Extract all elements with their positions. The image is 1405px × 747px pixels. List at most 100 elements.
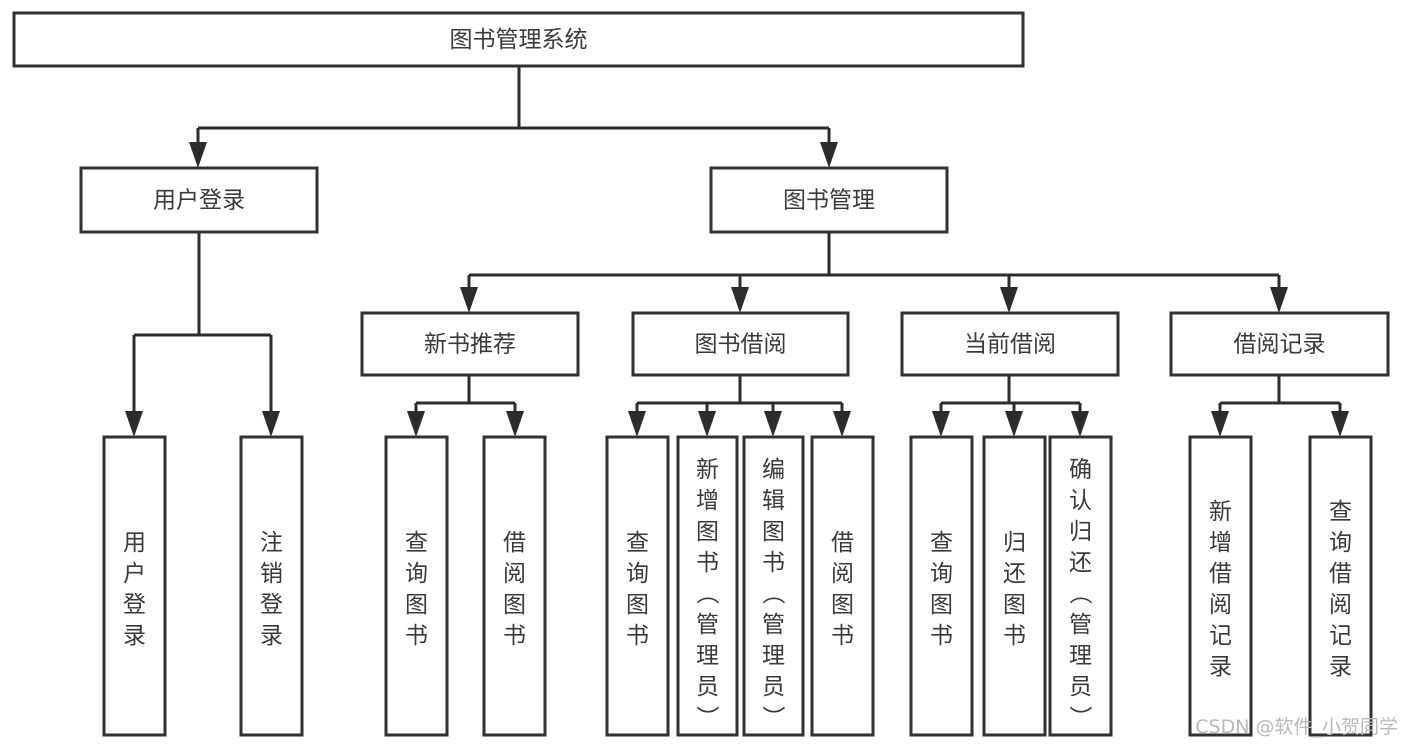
node-label-leaf-query-book-recommend-char-3: 书 [405,623,428,649]
node-label-current-borrow: 当前借阅 [964,332,1056,358]
node-label-leaf-add-book-char-2: 图 [696,519,719,545]
node-new-book-recommend[interactable]: 新书推荐 [360,311,580,377]
node-label-leaf-logout-char-1: 销 [260,561,283,587]
node-box-user-login [79,166,319,234]
node-root[interactable]: 图书管理系统 [12,11,1025,68]
node-label-leaf-borrow-book-recommend-char-2: 图 [503,592,526,618]
arrow-leaf-edit-book [764,411,782,437]
node-box-leaf-edit-book [742,435,805,737]
node-book-manage[interactable]: 图书管理 [709,166,949,234]
arrow-leaf-borrow-recommend [506,411,524,437]
node-label-leaf-edit-book-char-0: 编 [762,457,785,483]
node-label-leaf-borrow-book-recommend-char-1: 阅 [503,561,526,587]
node-label-leaf-confirm-return-char-5: 管 [1069,612,1092,638]
node-label-leaf-return-book-char-1: 还 [1003,561,1026,587]
node-label-leaf-borrow-book-char-1: 阅 [831,561,854,587]
node-label-leaf-borrow-book-char-3: 书 [831,623,854,649]
node-label-leaf-query-book-borrow-char-0: 查 [626,530,649,556]
node-label-leaf-borrow-book-char-0: 借 [831,530,854,556]
node-box-leaf-query-book-current [909,435,974,737]
arrow-leaf-add-book [698,411,716,437]
node-label-leaf-confirm-return-char-0: 确 [1069,457,1092,483]
node-label-leaf-query-borrow-record-char-0: 查 [1329,499,1352,525]
node-label-leaf-confirm-return-char-8: ） [1067,706,1093,729]
node-book-borrow[interactable]: 图书借阅 [631,311,850,377]
node-label-leaf-add-book-char-3: 书 [696,550,719,576]
arrow-leaf-query-recommend [407,411,425,437]
node-label-borrow-record: 借阅记录 [1234,332,1326,358]
node-box-borrow-record [1169,311,1390,377]
node-label-leaf-return-book-char-3: 书 [1003,623,1026,649]
arrow-book-manage [820,142,838,168]
node-box-leaf-borrow-book-recommend [482,435,547,737]
node-label-leaf-user-login-char-0: 用 [123,530,146,556]
node-label-leaf-add-book-char-7: 员 [696,674,719,700]
node-label-leaf-query-borrow-record-char-2: 借 [1329,561,1352,587]
node-label-leaf-add-borrow-record-char-3: 阅 [1209,592,1232,618]
node-label-leaf-borrow-book-recommend-char-0: 借 [503,530,526,556]
node-label-leaf-user-login-char-2: 登 [123,592,146,618]
node-label-leaf-query-book-borrow-char-1: 询 [626,561,649,587]
node-label-book-borrow: 图书借阅 [695,332,787,358]
arrow-leaf-logout [262,411,280,437]
node-label-book-manage: 图书管理 [783,188,875,214]
node-label-leaf-confirm-return-char-2: 归 [1069,519,1092,545]
arrow-leaf-confirm-return [1071,411,1089,437]
node-label-new-book-recommend: 新书推荐 [424,332,516,358]
node-label-leaf-confirm-return-char-3: 还 [1069,550,1092,576]
node-label-leaf-return-book-char-2: 图 [1003,592,1026,618]
node-box-leaf-add-borrow-record [1188,435,1253,737]
node-box-leaf-query-borrow-record [1308,435,1373,737]
node-label-leaf-query-book-recommend-char-2: 图 [405,592,428,618]
arrow-leaf-query-book-borrow [628,411,646,437]
node-label-leaf-edit-book-char-7: 员 [762,674,785,700]
node-layer: 图书管理系统用户登录图书管理新书推荐图书借阅当前借阅借阅记录用户登录注销登录查询… [12,11,1390,737]
watermark-label: CSDN @软件_小贺同学 [1195,716,1398,738]
node-label-leaf-add-borrow-record-char-5: 录 [1209,654,1232,680]
node-label-leaf-query-book-borrow-char-3: 书 [626,623,649,649]
node-current-borrow[interactable]: 当前借阅 [900,311,1120,377]
node-label-leaf-add-book-char-4: （ [694,582,720,605]
node-label-leaf-borrow-book-char-2: 图 [831,592,854,618]
arrow-leaf-query-current [932,411,950,437]
node-label-leaf-user-login-char-3: 录 [123,623,146,649]
node-user-login[interactable]: 用户登录 [79,166,319,234]
node-box-leaf-borrow-book [810,435,875,737]
node-box-leaf-return-book [982,435,1047,737]
node-label-leaf-query-book-current-char-3: 书 [930,623,953,649]
node-label-leaf-borrow-book-recommend-char-3: 书 [503,623,526,649]
node-label-leaf-add-book-char-0: 新 [696,457,719,483]
node-label-leaf-user-login-char-1: 户 [123,561,146,587]
node-label-leaf-query-book-borrow-char-2: 图 [626,592,649,618]
node-label-leaf-query-borrow-record-char-4: 记 [1329,623,1352,649]
node-box-leaf-user-login [102,435,167,737]
node-box-current-borrow [900,311,1120,377]
node-label-leaf-confirm-return-char-7: 员 [1069,674,1092,700]
node-label-leaf-add-borrow-record-char-2: 借 [1209,561,1232,587]
node-label-leaf-add-book-char-6: 理 [696,643,719,669]
node-leaf-user-login[interactable]: 用户登录 [102,435,167,737]
node-label-leaf-add-book-char-8: ） [694,706,720,729]
node-box-root [12,11,1025,68]
node-label-leaf-edit-book-char-6: 理 [762,643,785,669]
node-borrow-record[interactable]: 借阅记录 [1169,311,1390,377]
node-box-leaf-query-book-borrow [605,435,670,737]
node-label-leaf-logout-char-2: 登 [260,592,283,618]
node-box-leaf-add-book [676,435,739,737]
arrow-leaf-query-record [1331,411,1349,437]
node-label-leaf-add-book-char-1: 增 [696,488,719,514]
node-label-leaf-add-borrow-record-char-4: 记 [1209,623,1232,649]
